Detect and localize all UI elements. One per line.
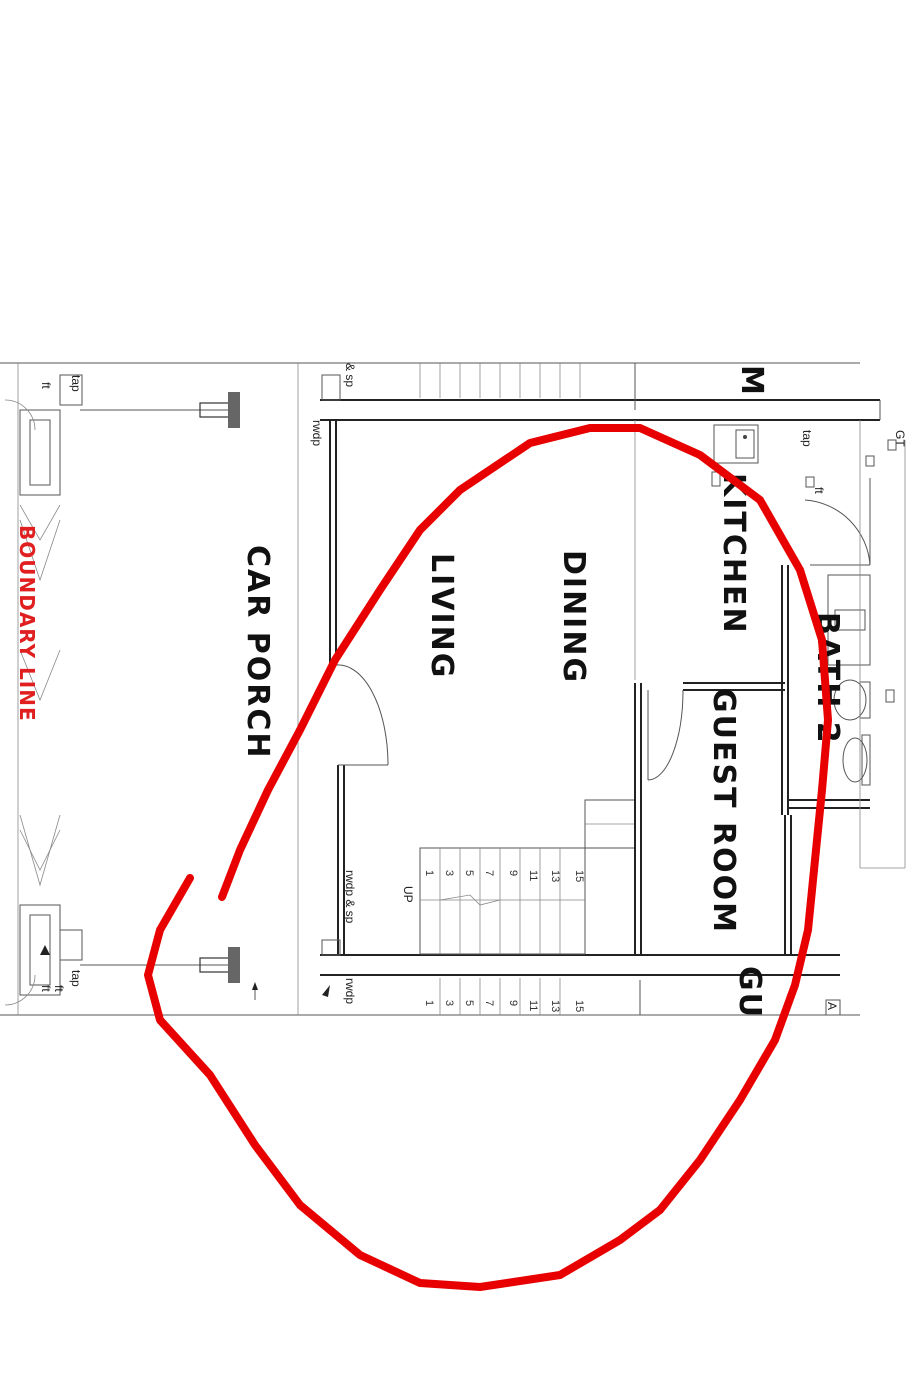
up-label: UP bbox=[401, 886, 415, 903]
step-number: 15 bbox=[573, 1000, 585, 1012]
step-number: 1 bbox=[423, 870, 435, 876]
partial-right-label: A bbox=[825, 1002, 839, 1010]
floor-plan: CAR PORCH LIVING DINING KITCHEN GUEST RO… bbox=[0, 362, 907, 1019]
rwdp-sp-label-top: & sp bbox=[343, 363, 357, 387]
tap-label-left-bottom: tap bbox=[69, 970, 83, 987]
rwdp-sp-label-mid: rwdp & sp bbox=[343, 870, 357, 924]
bath-fixtures bbox=[827, 574, 895, 786]
kitchen-sink bbox=[713, 424, 759, 464]
car-porch-label: CAR PORCH bbox=[240, 545, 275, 760]
step-number: 5 bbox=[463, 870, 475, 876]
step-number: 1 bbox=[423, 1000, 435, 1006]
boundary-chevrons bbox=[19, 504, 61, 887]
partial-room-top-label: M bbox=[734, 365, 769, 397]
step-number: 13 bbox=[549, 870, 561, 882]
step-number: 9 bbox=[507, 870, 519, 876]
red-annotation-stroke bbox=[144, 424, 832, 1291]
stair-numbers-bottom: 1 3 5 7 9 11 13 15 bbox=[423, 1000, 585, 1012]
step-number: 7 bbox=[483, 1000, 495, 1006]
step-number: 13 bbox=[549, 1000, 561, 1012]
step-number: 3 bbox=[443, 1000, 455, 1006]
gate-pillar-top bbox=[4, 374, 83, 496]
gate-pillar-bottom bbox=[4, 904, 83, 1006]
ft-label-left-bottom-2: ft bbox=[52, 985, 66, 992]
step-number: 7 bbox=[483, 870, 495, 876]
living-label: LIVING bbox=[424, 553, 459, 679]
guest-room-label: GUEST ROOM bbox=[706, 688, 741, 934]
boundary-line-label: BOUNDARY LINE bbox=[15, 525, 39, 722]
kitchen-label: KITCHEN bbox=[716, 473, 751, 635]
rwdp-label-top: rwdp bbox=[310, 420, 324, 446]
gate-post-bottom-cap bbox=[228, 947, 240, 983]
red-annotation-loop bbox=[144, 424, 832, 1291]
rwdp-label-bottom: rwdp bbox=[343, 978, 357, 1004]
ft-label-left-bottom: ft bbox=[39, 985, 53, 992]
stair-numbers: 1 3 5 7 9 11 13 15 bbox=[423, 870, 585, 882]
ft-label-kitchen: ft bbox=[812, 487, 826, 494]
neighbor-stair-bottom bbox=[439, 978, 561, 1015]
step-number: 5 bbox=[463, 1000, 475, 1006]
gate-post-top-cap bbox=[228, 392, 240, 428]
neighbor-stair-top bbox=[419, 363, 636, 410]
step-number: 15 bbox=[573, 870, 585, 882]
dining-label: DINING bbox=[556, 550, 591, 684]
partial-room-bottom-label: GU bbox=[732, 966, 767, 1019]
step-number: 11 bbox=[527, 1000, 539, 1011]
tap-label-kitchen: tap bbox=[800, 430, 814, 447]
ft-label-left-top: ft bbox=[39, 382, 53, 389]
gt-label: GT bbox=[893, 430, 907, 447]
floor-trap-kitchen bbox=[805, 476, 815, 488]
step-number: 3 bbox=[443, 870, 455, 876]
step-number: 9 bbox=[507, 1000, 519, 1006]
tap-label-left-top: tap bbox=[69, 375, 83, 392]
step-number: 11 bbox=[527, 870, 539, 881]
